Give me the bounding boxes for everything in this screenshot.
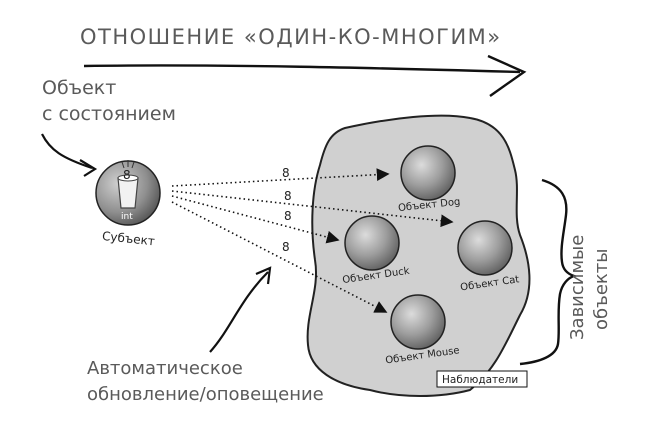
arrow-value-4: 8 [282, 240, 290, 254]
observer-duck [344, 215, 400, 271]
arrow-to-cat [171, 190, 454, 228]
glass-icon [117, 177, 139, 209]
subject-state-value: 8 [123, 168, 131, 182]
notification-arrows [171, 168, 454, 313]
subject-callout-arrow [41, 133, 98, 177]
dependent-label-line-1: Зависимые [567, 235, 588, 340]
arrow-value-2: 8 [284, 189, 292, 203]
update-label-line-1: Автоматическое [87, 358, 243, 379]
subject-state-type: int [121, 212, 133, 222]
dependent-label-line-2: объекты [591, 249, 612, 330]
observer-dog [400, 145, 456, 201]
arrow-to-dog [171, 168, 390, 187]
subject-callout-line-1: Объект [42, 77, 116, 99]
update-label-line-2: обновление/оповещение [87, 384, 324, 405]
arrow-to-duck [171, 195, 340, 244]
observers-box [436, 370, 528, 388]
title: ОТНОШЕНИЕ «ОДИН-КО-МНОГИМ» [80, 25, 502, 49]
arrow-value-1: 8 [282, 166, 290, 180]
update-arrow [209, 266, 272, 353]
observers-box-label: Наблюдатели [442, 374, 518, 386]
subject-label: Субъект [101, 229, 155, 248]
observer-cat [457, 220, 513, 276]
observer-mouse [390, 294, 446, 350]
observers-blob [306, 114, 531, 397]
subject-callout-line-2: с состоянием [42, 103, 176, 125]
arrow-value-3: 8 [284, 209, 292, 223]
subject-object [95, 160, 161, 226]
dependents-brace [519, 178, 578, 366]
title-arrow [83, 54, 527, 97]
